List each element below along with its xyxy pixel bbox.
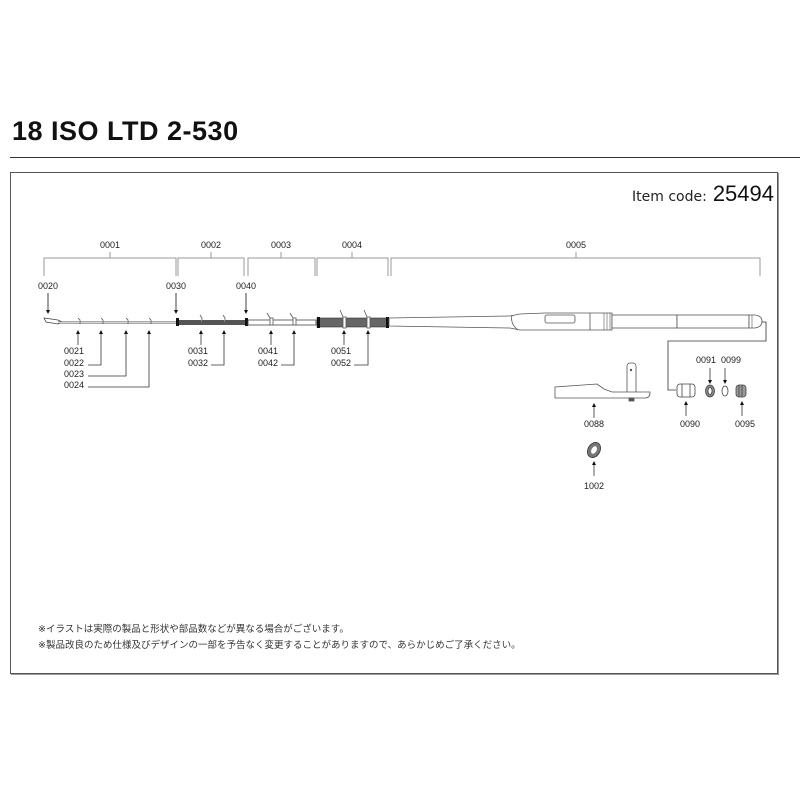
- item-code: Item code: 25494: [632, 181, 774, 207]
- bottom-callouts: [76, 321, 767, 391]
- part-label-0090: 0090: [680, 419, 700, 429]
- section-label-0005: 0005: [566, 240, 586, 250]
- part-label-0021: 0021: [64, 346, 84, 356]
- part-label-0024: 0024: [64, 380, 84, 390]
- disclaimer-notes: ※イラストは実際の製品と形状や部品数などが異なる場合がございます。 ※製品改良の…: [38, 622, 521, 654]
- rod-illustration: [43, 309, 763, 331]
- page-title: 18 ISO LTD 2-530: [12, 116, 239, 146]
- top-callouts: [46, 293, 248, 314]
- title-divider: [10, 157, 800, 158]
- item-code-label: Item code:: [632, 189, 707, 205]
- section-label-0002: 0002: [201, 240, 221, 250]
- butt-cap-parts: [676, 383, 747, 398]
- note-2: ※製品改良のため仕様及びデザインの一部を予告なく変更することがありますので、あら…: [38, 640, 521, 651]
- part-label-0031: 0031: [188, 346, 208, 356]
- part-label-0032: 0032: [188, 358, 208, 368]
- reel-seat-illustration: [554, 362, 651, 402]
- part-label-0052: 0052: [331, 358, 351, 368]
- part-label-0023: 0023: [64, 369, 84, 379]
- part-label-0040: 0040: [236, 281, 256, 291]
- part-label-0088: 0088: [584, 419, 604, 429]
- section-brackets: [43, 252, 761, 276]
- part-label-0091: 0091: [696, 355, 716, 365]
- part-label-0041: 0041: [258, 346, 278, 356]
- section-label-0004: 0004: [342, 240, 362, 250]
- part-label-0022: 0022: [64, 358, 84, 368]
- part-label-0020: 0020: [38, 281, 58, 291]
- part-label-1002: 1002: [584, 481, 604, 491]
- part-label-0030: 0030: [166, 281, 186, 291]
- section-label-0001: 0001: [100, 240, 120, 250]
- item-code-value: 25494: [712, 181, 774, 206]
- part-label-0051: 0051: [331, 346, 351, 356]
- note-1: ※イラストは実際の製品と形状や部品数などが異なる場合がございます。: [38, 624, 349, 635]
- part-label-0099: 0099: [721, 355, 741, 365]
- washer-illustration: [587, 442, 601, 458]
- section-label-0003: 0003: [271, 240, 291, 250]
- part-label-0042: 0042: [258, 358, 278, 368]
- part-label-0095: 0095: [735, 419, 755, 429]
- diagram-frame: [10, 172, 778, 674]
